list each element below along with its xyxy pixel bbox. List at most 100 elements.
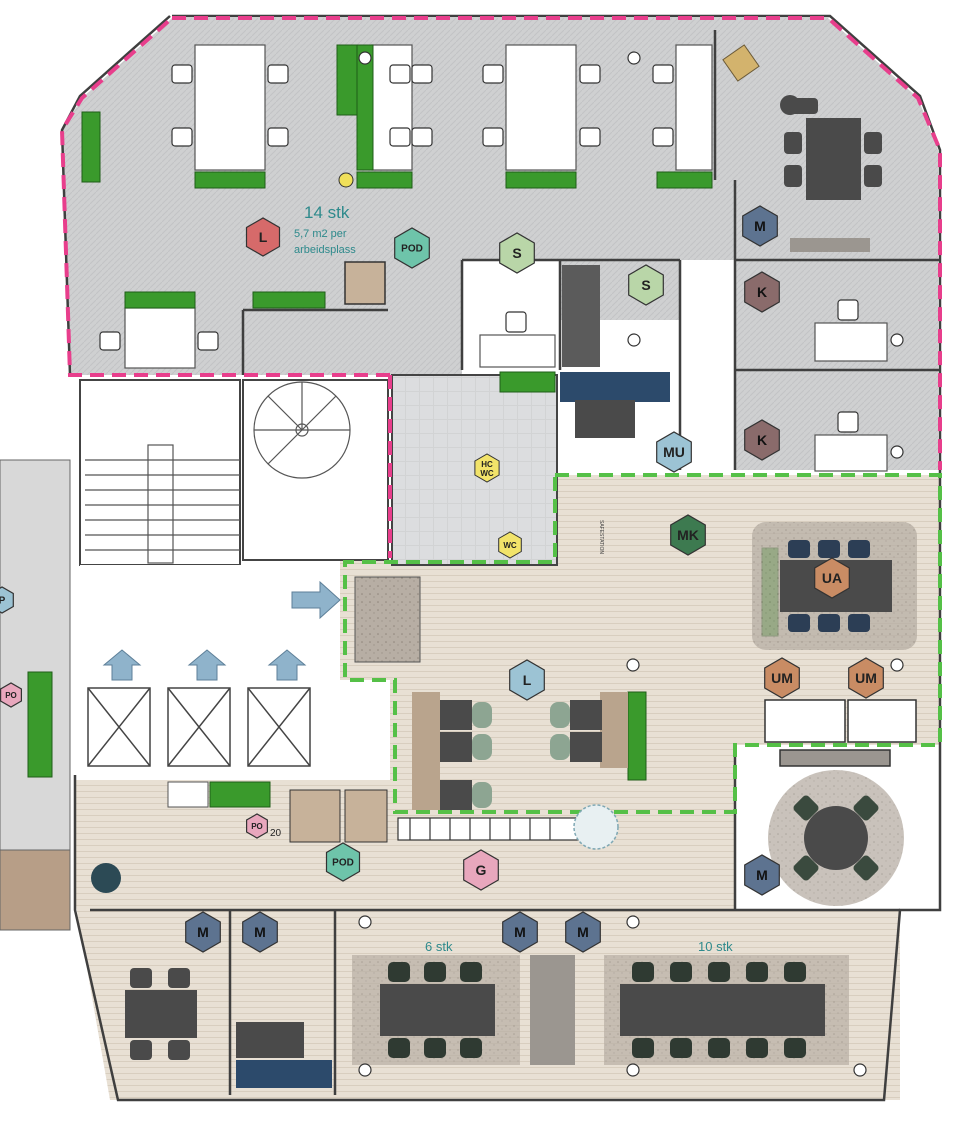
hex-marker-m-b4: M (565, 911, 601, 953)
hex-label: P (0, 596, 6, 607)
hex-label: UM (771, 670, 793, 686)
hex-label: M (254, 924, 266, 940)
hex-shape (814, 557, 850, 599)
yellow-marker (338, 172, 354, 188)
hex-label: MU (663, 444, 685, 460)
kitchenette-counter (560, 372, 670, 402)
hex-marker-um-left: UM (764, 657, 800, 699)
left-building-strip (0, 459, 71, 851)
hex-label: M (577, 924, 589, 940)
hex-marker-k-upper: K (744, 271, 780, 313)
hex-marker-m-top: M (742, 205, 778, 247)
elevators (87, 687, 311, 767)
hex-marker-po-left: PO (0, 682, 22, 708)
hex-shape (502, 911, 538, 953)
hex-label: MK (677, 527, 699, 543)
hex-marker-m-b1: M (185, 911, 221, 953)
hex-shape (499, 232, 535, 274)
hex-label: K (757, 284, 767, 300)
speckled-planter (354, 576, 421, 663)
hex-label: S (512, 245, 521, 261)
safestation-label: SAFESTATION (598, 520, 604, 554)
desk-cluster-e (124, 307, 196, 369)
desk-cluster-b (371, 44, 413, 171)
hex-shape (325, 842, 361, 882)
hex-label: M (754, 218, 766, 234)
left-deck (0, 849, 71, 931)
hex-label: K (757, 432, 767, 448)
hex-label: WC (503, 541, 517, 550)
meeting-room-top-right (722, 44, 882, 252)
hex-shape (474, 453, 500, 483)
workstations (124, 44, 888, 472)
walls (60, 14, 942, 1102)
round-meeting-table (768, 770, 904, 906)
six-seat-note: 6 stk (425, 939, 453, 954)
hex-shape (0, 586, 14, 614)
hex-shape (242, 911, 278, 953)
elevator-arrows (102, 580, 341, 681)
staircase-straight (85, 444, 240, 564)
hex-marker-l-center: L (509, 659, 545, 701)
hex-shape (245, 217, 281, 257)
zone-boundary-pink (59, 16, 942, 558)
zone-boundary-green (343, 473, 942, 814)
hex-marker-l-top: L (245, 217, 281, 257)
hex-marker-ua: UA (814, 557, 850, 599)
spiral-stair-area (242, 379, 389, 561)
hex-shape (565, 911, 601, 953)
desk-office-k2 (814, 434, 888, 472)
hex-marker-s-left: S (499, 232, 535, 274)
hex-marker-m-right: M (744, 854, 780, 896)
floor-areas (0, 18, 940, 1100)
hex-shape (185, 911, 221, 953)
hex-marker-s-right: S (628, 264, 664, 306)
hex-shape (670, 514, 706, 556)
pod-booth-top (344, 261, 386, 305)
social-floor (75, 475, 940, 1100)
hex-label: S (641, 277, 650, 293)
bottom-chairs (388, 962, 806, 1058)
hex-label: WC (480, 469, 494, 478)
hex-label: L (523, 672, 532, 688)
hex-label: UA (822, 570, 842, 586)
hex-shape (848, 657, 884, 699)
hex-shape (246, 813, 268, 839)
hex-marker-p-left: P (0, 586, 14, 614)
round-object-bottom-left (91, 863, 121, 893)
hex-shape (628, 264, 664, 306)
hex-marker-m-b3: M (502, 911, 538, 953)
hex-marker-mu: MU (656, 431, 692, 473)
hex-marker-um-right: UM (848, 657, 884, 699)
hex-marker-pod-bottom: POD (325, 842, 361, 882)
hex-label: G (476, 862, 487, 878)
hex-shape (463, 849, 499, 891)
sink-counter (167, 781, 209, 808)
hex-shape (744, 419, 780, 461)
hex-label: POD (332, 858, 354, 869)
um-booths (764, 699, 917, 767)
hex-marker-pod-top: POD (394, 227, 430, 269)
hex-shape (509, 659, 545, 701)
staircase-spiral (253, 381, 351, 479)
dark-office-desk (562, 265, 600, 367)
hex-label: L (259, 229, 268, 245)
hex-label: M (197, 924, 209, 940)
hex-marker-wc: WC (498, 531, 522, 559)
kitchenette-desk (575, 400, 635, 438)
hex-shape (0, 682, 22, 708)
phone-booth-2 (344, 789, 388, 843)
hex-shape (742, 205, 778, 247)
desk-cluster-c (505, 44, 577, 171)
hex-label: UM (855, 670, 877, 686)
chairs (99, 64, 859, 433)
desk-single-s (479, 334, 556, 368)
columns (358, 51, 904, 1077)
hex-marker-po-bottom: PO (246, 813, 268, 839)
hex-marker-m-b2: M (242, 911, 278, 953)
desk-office-k1 (814, 322, 888, 362)
hex-shape (394, 227, 430, 269)
workstation-count-note: 14 stk (304, 203, 350, 222)
